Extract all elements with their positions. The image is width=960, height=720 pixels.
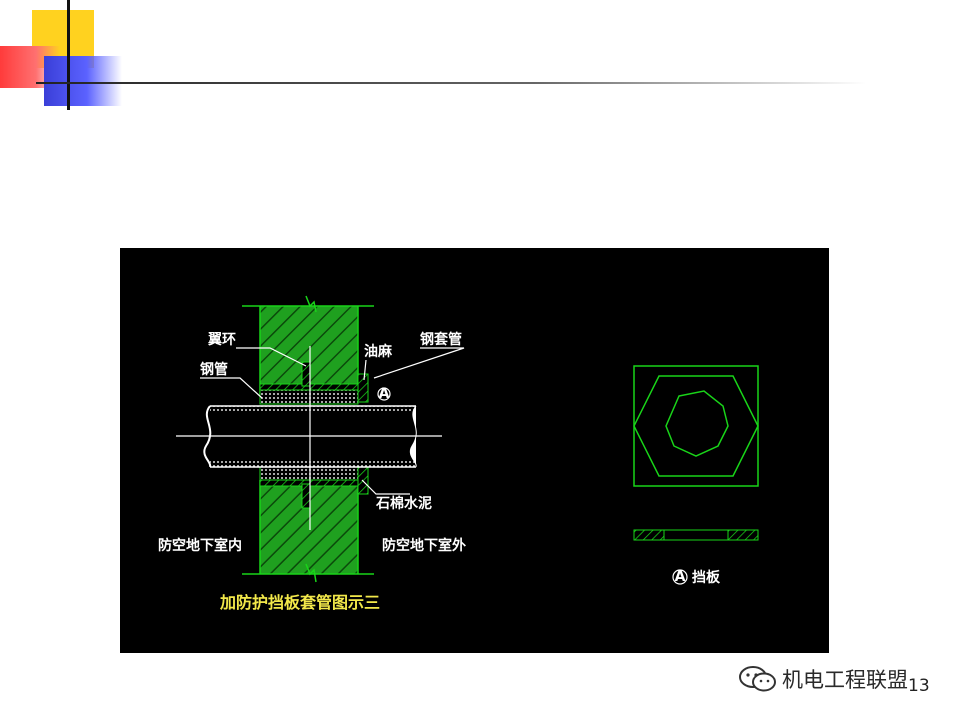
marker-a-circle xyxy=(672,569,688,585)
decor-horizontal-line xyxy=(36,82,866,84)
label-asbestos-cement: 石棉水泥 xyxy=(375,495,432,512)
baffle-section-view xyxy=(633,529,759,541)
steel-pipe xyxy=(176,346,442,530)
label-steel-sleeve: 钢套管 xyxy=(420,331,462,348)
label-steel-pipe: 钢管 xyxy=(200,361,228,378)
decor-vertical-line xyxy=(67,0,70,110)
marker-a-left: A xyxy=(379,386,390,402)
wall-lower xyxy=(242,480,374,583)
cad-drawing-panel: A 翼环 钢管 油麻 钢套管 石棉水泥 防空地下室内 防空地下室外 加防护挡板套… xyxy=(120,248,829,653)
diagram-title: 加防护挡板套管图示三 xyxy=(219,593,380,612)
baffle-plan-view xyxy=(633,365,759,487)
watermark-text: 机电工程联盟 xyxy=(782,668,908,692)
label-oakum: 油麻 xyxy=(364,343,393,360)
decor-blue-square xyxy=(44,56,122,106)
label-wing-ring: 翼环 xyxy=(207,332,236,348)
steel-sleeve-upper xyxy=(259,361,369,405)
wechat-chat-icon xyxy=(739,666,776,692)
watermark: 机电工程联盟 xyxy=(738,664,908,694)
marker-a-right: A xyxy=(675,569,686,585)
page-number: 13 xyxy=(908,676,930,696)
sleeve-diagram: A 翼环 钢管 油麻 钢套管 石棉水泥 防空地下室内 防空地下室外 加防护挡板套… xyxy=(158,295,759,612)
label-outside: 防空地下室外 xyxy=(382,537,466,554)
leader-lines xyxy=(200,347,465,495)
label-baffle: 挡板 xyxy=(692,569,721,586)
label-inside: 防空地下室内 xyxy=(158,537,242,554)
